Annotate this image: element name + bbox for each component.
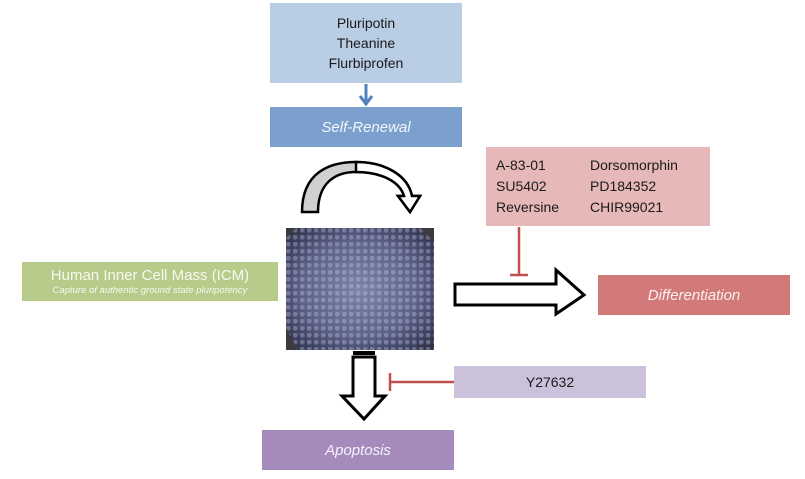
- inhibitor-label: Reversine: [496, 199, 560, 215]
- apoptosis-inhibitor-box: Y27632: [454, 366, 646, 398]
- apoptosis-label: Apoptosis: [325, 441, 391, 459]
- inhibitor-label: SU5402: [496, 178, 547, 194]
- differentiation-label: Differentiation: [647, 286, 741, 304]
- apoptosis-box: Apoptosis: [262, 430, 454, 470]
- arrow-top-edge: [353, 351, 375, 355]
- differentiation-block-arrow: [453, 266, 587, 317]
- apoptosis-inhibition-line: [388, 373, 454, 391]
- compound-label: Pluripotin: [336, 15, 396, 31]
- activation-arrow: [358, 84, 374, 107]
- differentiation-box: Differentiation: [598, 275, 790, 315]
- self-renewal-cycle-arrow: [300, 160, 423, 215]
- self-renewal-compounds-box: Pluripotin Theanine Flurbiprofen: [270, 3, 462, 83]
- self-renewal-box: Self-Renewal: [270, 107, 462, 147]
- compound-label: Flurbiprofen: [328, 55, 404, 71]
- cell-colony-image: [286, 228, 434, 350]
- compound-label: Theanine: [336, 35, 396, 51]
- inhibitor-label: PD184352: [590, 178, 657, 194]
- differentiation-inhibitors-box: A-83-01 Dorsomorphin SU5402 PD184352 Rev…: [486, 147, 710, 226]
- inhibitor-label: A-83-01: [496, 157, 546, 173]
- apoptosis-block-arrow: [338, 355, 389, 422]
- image-corner: [286, 228, 296, 238]
- self-renewal-label: Self-Renewal: [321, 118, 411, 136]
- icm-title: Human Inner Cell Mass (ICM): [50, 266, 250, 284]
- apoptosis-inhibitor-label: Y27632: [525, 374, 575, 390]
- icm-box: Human Inner Cell Mass (ICM) Capture of a…: [22, 262, 278, 301]
- inhibitor-label: Dorsomorphin: [590, 157, 678, 173]
- differentiation-inhibition-line: [510, 227, 528, 277]
- icm-subtitle: Capture of authentic ground state plurip…: [52, 284, 248, 296]
- inhibitor-label: CHIR99021: [590, 199, 664, 215]
